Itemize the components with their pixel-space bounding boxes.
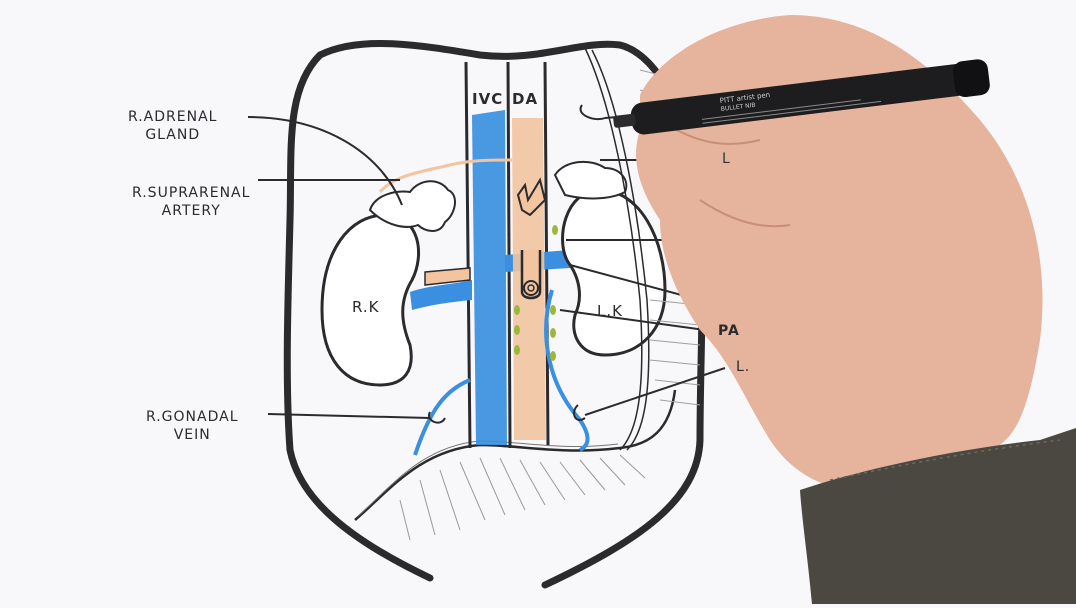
jacket-sleeve xyxy=(800,428,1076,604)
sma-origin xyxy=(523,280,539,296)
ivc-left-wall xyxy=(464,61,472,449)
ureter-dots xyxy=(514,225,558,361)
aorta-label: DA xyxy=(512,90,539,108)
label-right-suprarenal-artery: R.SUPRARENAL ARTERY xyxy=(132,185,251,219)
label-right-partial-pa: PA xyxy=(718,323,740,339)
superior-mesenteric-artery xyxy=(520,250,542,300)
vessel-markers xyxy=(428,104,606,424)
hand xyxy=(636,15,1043,490)
label-right-adrenal-gland: R.ADRENAL GLAND xyxy=(128,109,218,143)
right-kidney xyxy=(320,213,420,387)
label-right-gonadal-vein: R.GONADAL VEIN xyxy=(146,409,239,443)
right-renal-vein xyxy=(410,280,472,310)
right-kidney-label: R.K xyxy=(352,298,380,316)
left-gonadal-vein xyxy=(544,289,590,452)
right-adrenal-gland xyxy=(368,180,456,232)
left-adrenal-gland xyxy=(553,160,628,200)
pelvic-hatching xyxy=(399,454,646,541)
ivc-label: IVC xyxy=(472,90,504,108)
left-kidney xyxy=(561,188,667,357)
right-renal-artery xyxy=(424,267,471,286)
pen: PITT artist pen BULLET NIB xyxy=(613,59,990,135)
ivc-fill xyxy=(472,110,507,445)
abdominal-wall-outline xyxy=(283,40,706,589)
celiac-trunk xyxy=(516,177,547,217)
label-right-partial-l-dot: L. xyxy=(736,359,751,375)
left-leader-lines xyxy=(247,116,431,419)
pen-tip-text: BULLET NIB xyxy=(720,102,756,113)
right-gonadal-vein xyxy=(413,378,471,456)
left-kidney-label: L.K xyxy=(597,302,623,320)
label-right-partial-l: L xyxy=(722,151,731,167)
pelvic-brim-curve-inner xyxy=(357,440,619,517)
pelvic-brim-curve xyxy=(354,389,677,521)
